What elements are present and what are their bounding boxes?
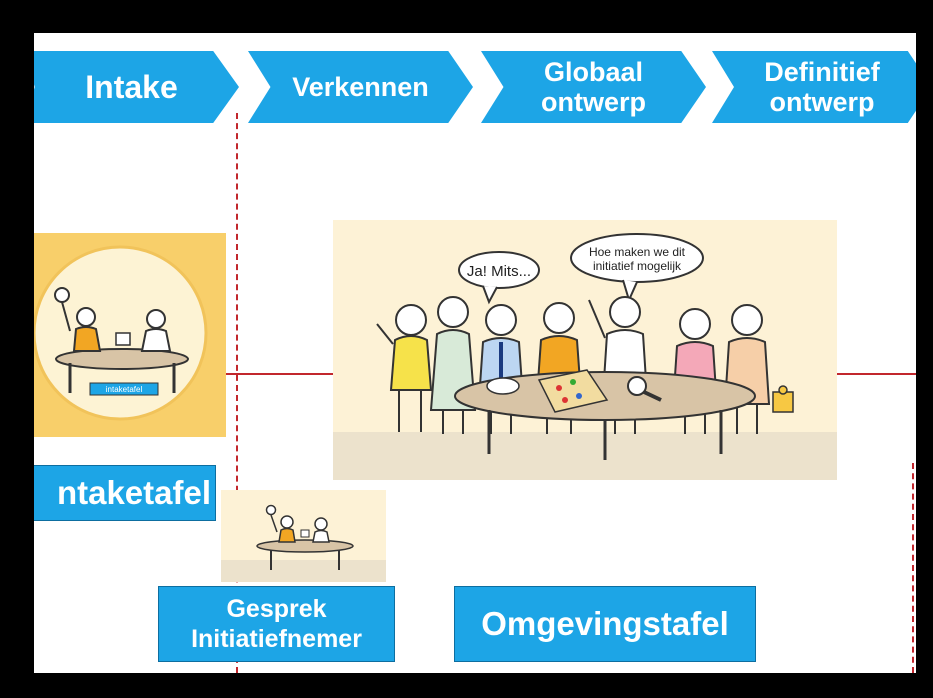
bubble-right-line2: initiatief mogelijk: [593, 259, 682, 273]
puzzle-piece-icon: [772, 385, 794, 413]
label-intaketafel-text: ntaketafel: [56, 474, 211, 511]
phase-globaal-line2: ontwerp: [541, 87, 646, 117]
phase-divider-dashed-right: [912, 463, 914, 673]
phase-definitief-ontwerp: Definitief ontwerp: [712, 51, 916, 123]
intake-table-sign: intaketafel: [106, 385, 143, 394]
omgevingstafel-illustration: Ja! Mits... Hoe maken we dit initiatief …: [333, 220, 837, 480]
phase-divider-dashed: [236, 113, 238, 673]
label-gesprek-line2: Initiatiefnemer: [191, 625, 362, 653]
phase-globaal-line1: Globaal: [543, 57, 644, 87]
speech-bubble-left: Ja! Mits...: [458, 251, 540, 305]
label-intaketafel: ntaketafel: [34, 465, 216, 521]
phase-verkennen-label: Verkennen: [292, 72, 429, 102]
phase-verkennen: Verkennen: [248, 51, 473, 123]
phase-definitief-line1: Definitief: [764, 57, 880, 87]
label-omgevingstafel: Omgevingstafel: [454, 586, 756, 662]
phase-intake: Intake: [34, 51, 239, 123]
process-diagram: Intake Verkennen Globaal ontwerp Definit…: [34, 33, 916, 673]
speech-bubble-right: Hoe maken we dit initiatief mogelijk: [570, 233, 704, 303]
magnifier-icon: [627, 376, 662, 402]
phase-globaal-ontwerp: Globaal ontwerp: [481, 51, 706, 123]
lightbulb-icon: [265, 504, 278, 533]
lightbulb-icon: [54, 287, 71, 332]
connector-line-left: [226, 373, 334, 375]
phase-intake-label: Intake: [85, 69, 178, 105]
gesprek-illustration: [221, 490, 386, 582]
intake-illustration: intaketafel: [34, 233, 226, 437]
bubble-left-text: Ja! Mits...: [467, 263, 531, 280]
label-omgevingstafel-text: Omgevingstafel: [481, 605, 729, 642]
connector-line-right: [836, 373, 916, 375]
bubble-right-line1: Hoe maken we dit: [589, 245, 686, 259]
label-gesprek-initiatiefnemer: Gesprek Initiatiefnemer: [158, 586, 395, 662]
phase-definitief-line2: ontwerp: [769, 87, 875, 117]
label-gesprek-line1: Gesprek: [226, 595, 327, 623]
